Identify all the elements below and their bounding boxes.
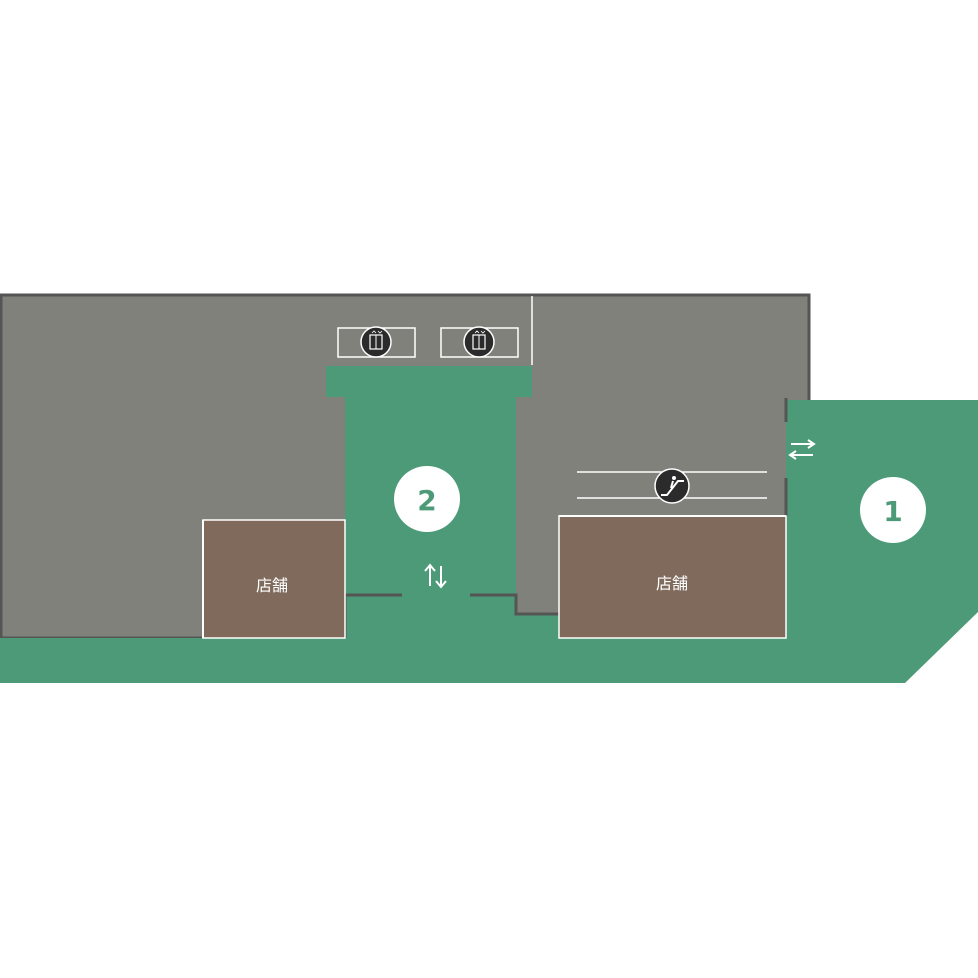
escalator[interactable] (577, 468, 767, 504)
up-down-arrows-icon (424, 563, 447, 589)
shop-left-label: 店舗 (256, 576, 288, 595)
entrance-marker-2[interactable]: 2 (394, 466, 460, 532)
entrance-marker-1[interactable]: 1 (860, 477, 926, 543)
shop-right-label: 店舗 (656, 574, 688, 593)
elevator-right[interactable] (440, 326, 519, 358)
entrance-1-label: 1 (883, 495, 902, 528)
shop-left[interactable] (202, 519, 346, 639)
entrance-2-label: 2 (417, 484, 436, 517)
walkway-bottom (0, 400, 978, 683)
left-right-arrows-icon (788, 439, 816, 460)
elevator-left[interactable] (337, 326, 416, 358)
wall-right-corridor (470, 593, 559, 616)
shop-right[interactable] (558, 515, 787, 639)
